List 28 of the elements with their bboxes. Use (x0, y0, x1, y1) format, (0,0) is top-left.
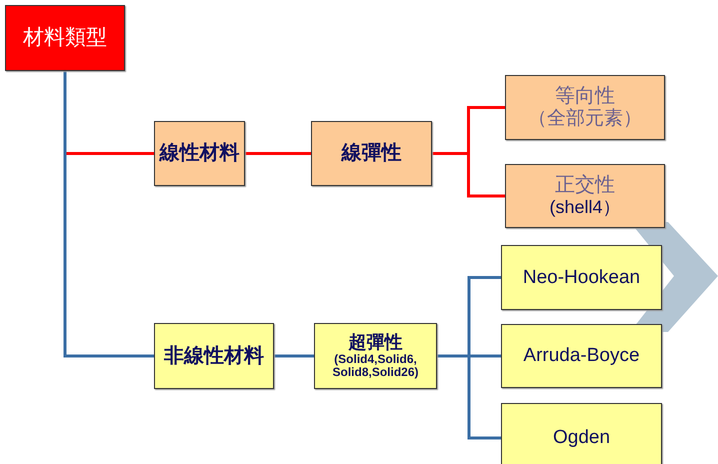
category-box (154, 121, 245, 186)
node-label: 材料類型 (23, 26, 107, 50)
category-box (505, 75, 665, 140)
node-label: 非線性材料 (164, 344, 264, 368)
node-sublabel: (Solid4,Solid6, Solid8,Solid26) (331, 352, 420, 380)
category-box (505, 164, 665, 228)
node-label: 超彈性 (348, 332, 402, 353)
category-box (5, 5, 125, 71)
connector-line (274, 354, 314, 358)
connector-line (432, 152, 505, 198)
connector-line (245, 152, 311, 155)
category-box (311, 121, 432, 186)
node-label: 正交性 (555, 174, 615, 198)
node-sublabel: （全部元素） (528, 108, 642, 130)
connector-line (437, 354, 501, 440)
model-box (501, 324, 662, 388)
model-box (501, 403, 662, 464)
category-box (154, 323, 274, 389)
node-label: Neo-Hookean (522, 266, 640, 288)
node-sublabel: (shell4） (549, 197, 621, 218)
node-label: Arruda-Boyce (523, 345, 640, 367)
node-label: 線性材料 (160, 142, 240, 165)
category-box (314, 323, 437, 389)
model-box (501, 245, 662, 310)
connector-line (64, 71, 154, 358)
node-label: Ogden (552, 427, 610, 449)
node-label: 等向性 (555, 85, 615, 108)
node-label: 線彈性 (342, 142, 402, 165)
